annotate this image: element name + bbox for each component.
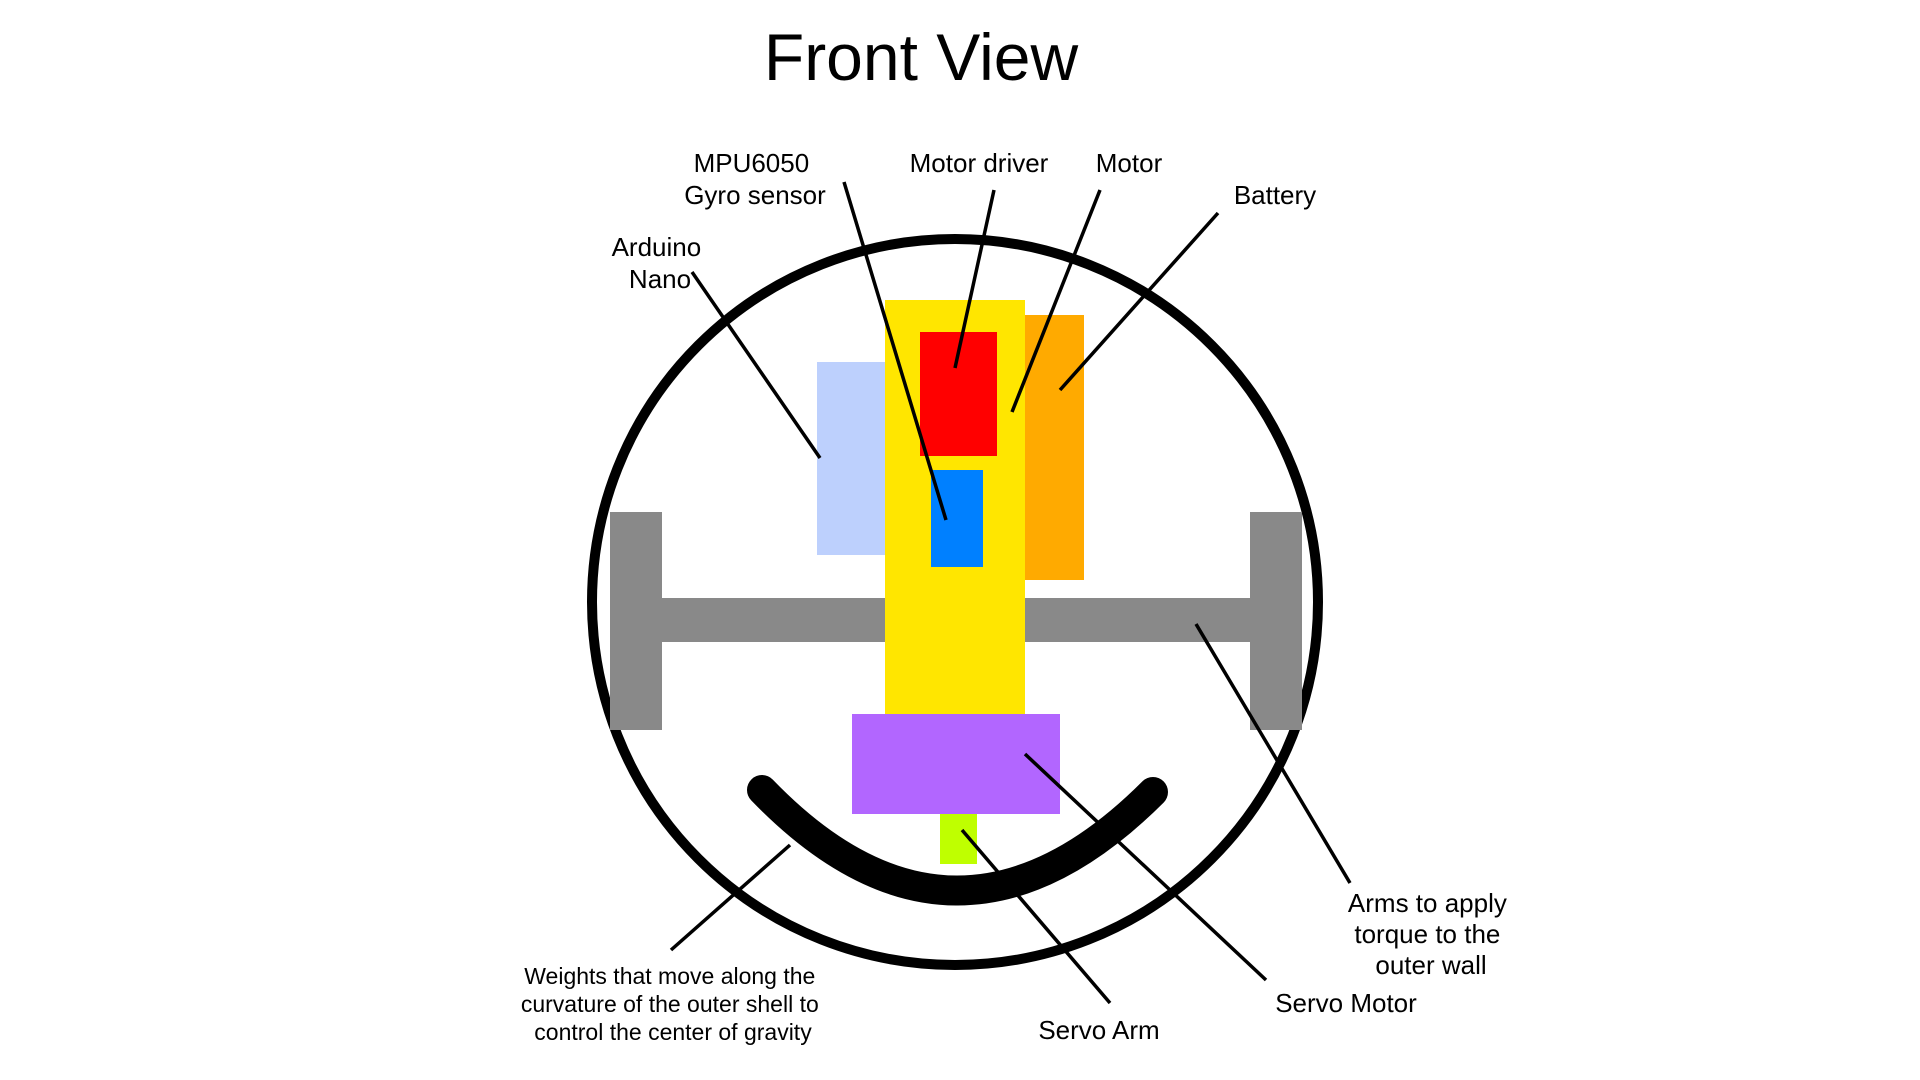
leader-line-servo-motor	[1023, 752, 1268, 982]
label-motor-driver: Motor driver	[910, 148, 1049, 178]
leader-line-motor-driver	[953, 189, 996, 369]
arm-left-pad	[610, 512, 662, 730]
label-servo-motor: Servo Motor	[1275, 988, 1417, 1018]
label-arms: Arms to apply torque to the outer wall	[1348, 888, 1514, 980]
label-motor: Motor	[1096, 148, 1163, 178]
label-battery: Battery	[1234, 180, 1316, 210]
outer-shell	[587, 234, 1323, 970]
diagram-title: Front View	[764, 20, 1079, 94]
label-servo-arm: Servo Arm	[1038, 1015, 1159, 1045]
leader-line-arduino-nano	[690, 271, 822, 459]
leader-line-mpu6050	[842, 181, 948, 521]
leader-line-motor	[1010, 189, 1102, 413]
servo-motor-block	[852, 714, 1060, 814]
leader-line-arms	[1194, 623, 1352, 884]
leader-line-servo-arm	[960, 828, 1112, 1005]
weights-arc	[747, 775, 1168, 906]
leader-line-weights	[669, 843, 792, 952]
arm-right-pad	[1250, 512, 1302, 730]
label-weights: Weights that move along the curvature of…	[521, 963, 825, 1045]
gyro-sensor-block	[931, 470, 983, 567]
label-mpu6050: MPU6050 Gyro sensor	[684, 148, 826, 210]
leader-line-battery	[1058, 211, 1220, 392]
arduino-nano-block	[817, 362, 885, 555]
label-arduino-nano: Arduino Nano	[612, 232, 709, 294]
